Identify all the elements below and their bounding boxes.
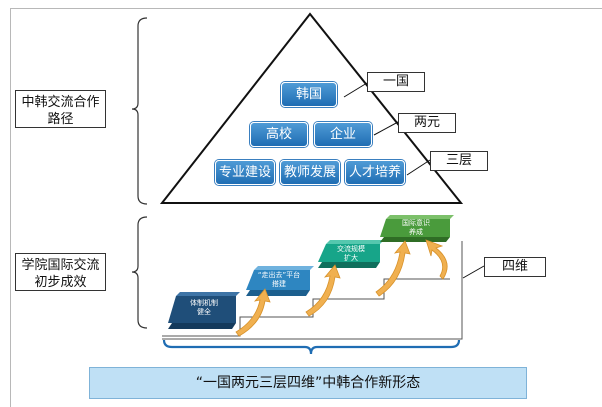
frame-top-edge [10, 8, 602, 9]
two-units-tag: 两元 [398, 113, 456, 133]
callout-line-four [462, 265, 485, 279]
path-label-line1: 中韩交流合作 [21, 95, 100, 110]
growth-arrow-2 [305, 264, 341, 317]
step-3-block [318, 240, 384, 268]
step-4-line2: 养成 [409, 228, 423, 236]
teacher-development-box: 教师发展 [280, 160, 340, 185]
enterprises-box: 企业 [314, 122, 372, 147]
results-label: 学院国际交流 初步成效 [15, 253, 106, 291]
pyramid-outline [159, 12, 464, 204]
growth-arrows [235, 239, 448, 337]
growth-arrow-1 [235, 288, 271, 337]
path-label: 中韩交流合作 路径 [15, 90, 106, 128]
step-3-label: 交流规模 扩大 [322, 245, 380, 263]
lower-brace [131, 216, 148, 329]
results-label-line2: 初步成效 [34, 275, 87, 290]
talent-cultivation-box: 人才培养 [345, 160, 405, 185]
three-levels-tag: 三层 [430, 151, 488, 171]
step-2-line1: “走出去”平台 [257, 271, 301, 279]
step-2-label: “走出去”平台 搭建 [248, 271, 310, 289]
summary-banner: “一国两元三层四维”中韩合作新形态 [89, 367, 527, 399]
frame-left-edge [10, 8, 11, 407]
four-dimensions-tag: 四维 [484, 257, 546, 277]
bottom-brace [162, 339, 461, 355]
step-3-line1: 交流规模 [337, 245, 365, 253]
step-1-line1: 体制机制 [190, 299, 218, 307]
step-3-line2: 扩大 [344, 254, 358, 262]
step-1-line2: 健全 [197, 308, 211, 316]
callout-line-one [343, 82, 368, 98]
step-2-line2: 搭建 [272, 280, 286, 288]
step-1-label: 体制机制 健全 [174, 299, 234, 317]
step-4-line1: 国际意识 [402, 219, 430, 227]
step-1-block [168, 292, 240, 329]
callout-line-three [406, 159, 431, 176]
callout-line-two [373, 121, 399, 136]
step-4-label: 国际意识 养成 [384, 219, 448, 237]
korea-box: 韩国 [281, 82, 337, 107]
path-label-line2: 路径 [47, 112, 74, 127]
upper-brace [131, 17, 148, 205]
step-4-block [380, 215, 454, 242]
results-label-line1: 学院国际交流 [21, 258, 100, 273]
one-country-tag: 一国 [367, 72, 425, 92]
growth-arrow-4 [425, 239, 448, 280]
growth-arrow-3 [375, 240, 411, 297]
universities-box: 高校 [250, 122, 308, 147]
major-building-box: 专业建设 [215, 160, 275, 185]
